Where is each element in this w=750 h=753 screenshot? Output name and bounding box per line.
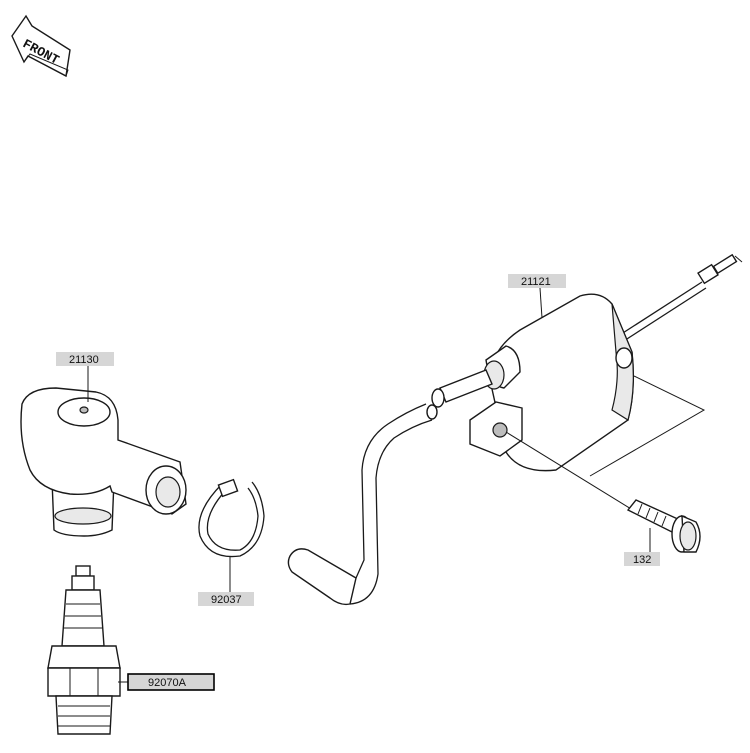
part-label-92037[interactable]: 92037 bbox=[198, 592, 254, 606]
hose-clamp-icon[interactable] bbox=[198, 478, 265, 558]
svg-text:92070A: 92070A bbox=[148, 677, 187, 689]
spark-plug-cap-icon[interactable] bbox=[20, 387, 187, 537]
flange-bolt-icon[interactable] bbox=[626, 499, 701, 553]
svg-text:92037: 92037 bbox=[211, 594, 242, 606]
part-label-21130[interactable]: 21130 bbox=[56, 352, 114, 366]
part-label-21121[interactable]: 21121 bbox=[508, 274, 566, 288]
svg-text:21130: 21130 bbox=[69, 354, 99, 366]
leader-line-21121 bbox=[539, 287, 543, 319]
svg-text:21121: 21121 bbox=[521, 276, 551, 288]
ignition-coil-icon[interactable] bbox=[287, 253, 743, 606]
part-label-132[interactable]: 132 bbox=[624, 552, 660, 566]
svg-text:132: 132 bbox=[633, 554, 651, 566]
part-label-92070a[interactable]: 92070A bbox=[127, 673, 215, 691]
spark-plug-icon[interactable] bbox=[47, 565, 121, 735]
front-direction-badge: FRONT bbox=[11, 14, 71, 78]
